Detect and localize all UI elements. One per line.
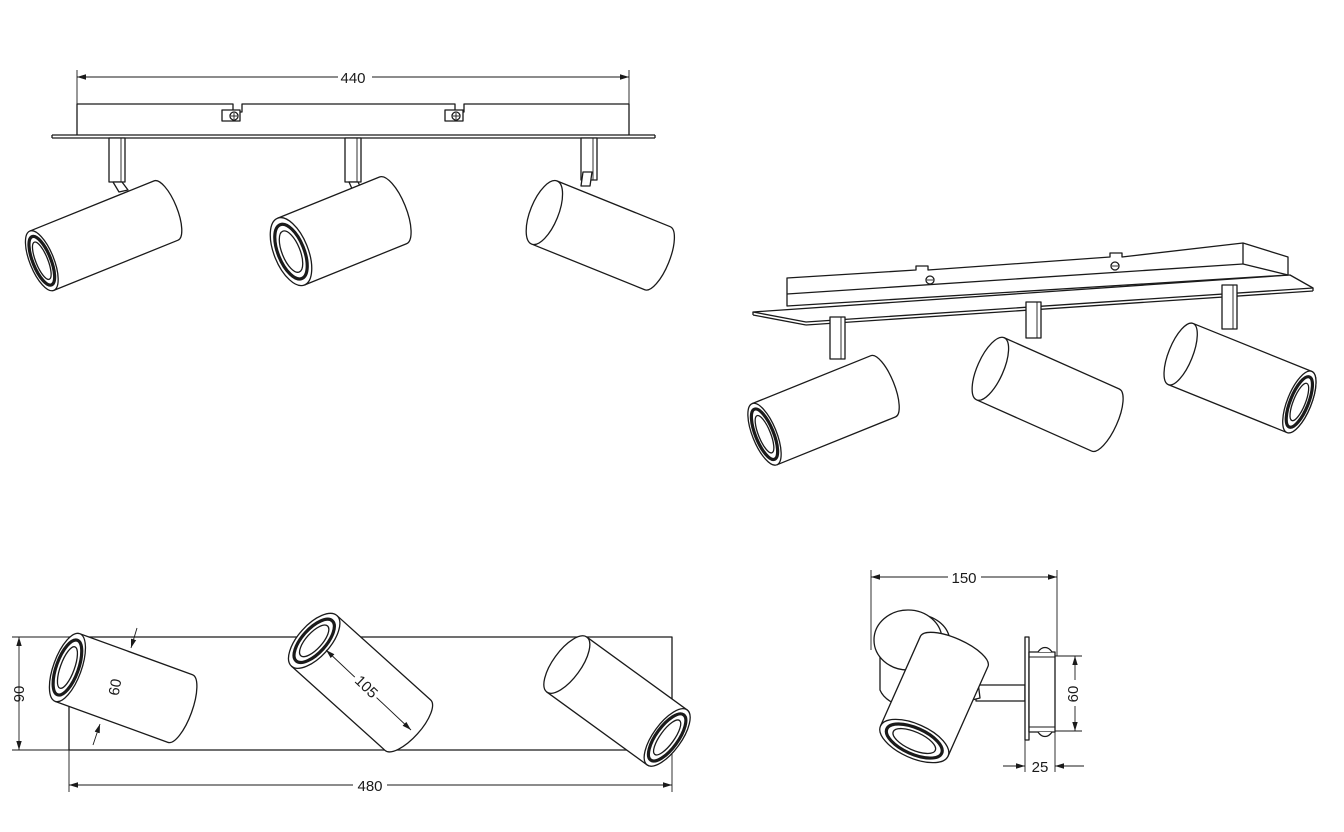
mounting-bar xyxy=(752,242,1314,326)
top-view: 90 480 60 xyxy=(11,612,691,795)
dim-label-25: 25 xyxy=(1032,759,1049,776)
mounting-plate xyxy=(1024,636,1056,741)
spotlight-head xyxy=(525,179,676,291)
perspective-view xyxy=(747,242,1317,466)
mounting-bar xyxy=(51,103,656,139)
spotlight-head xyxy=(879,631,990,764)
spot-stem xyxy=(580,137,598,187)
screw-icon xyxy=(1110,261,1120,271)
spotlight-head xyxy=(543,635,691,767)
dimension-bar-length: 440 xyxy=(76,70,630,104)
dimension-projection: 150 xyxy=(870,570,1058,656)
dim-label-60-plate: 60 xyxy=(1065,686,1082,703)
spot-stem xyxy=(829,316,846,360)
dimension-plate-offset: 25 xyxy=(1003,732,1084,776)
spotlight-head xyxy=(48,632,198,744)
front-view: 440 xyxy=(24,70,676,292)
dim-label-90: 90 xyxy=(11,686,28,703)
spot-stem xyxy=(344,137,363,192)
spot-stem xyxy=(1025,301,1042,339)
spotlight-head xyxy=(747,354,900,466)
dim-label-60: 60 xyxy=(106,678,126,697)
screw-icon xyxy=(221,109,241,122)
dimension-plate-height: 60 xyxy=(1055,655,1082,732)
screw-icon xyxy=(444,109,464,122)
spot-stem xyxy=(108,137,129,193)
dimension-head-diameter: 60 xyxy=(92,627,138,746)
dimension-depth: 90 xyxy=(11,636,69,751)
spotlight-head xyxy=(24,179,183,292)
screw-icon xyxy=(925,275,935,285)
side-view: 150 xyxy=(870,570,1084,776)
dimension-total-length: 480 xyxy=(68,750,673,795)
dim-label-480: 480 xyxy=(357,778,382,795)
spotlight-head xyxy=(1163,322,1317,434)
spotlight-head xyxy=(269,176,412,287)
spot-stem xyxy=(1221,284,1238,330)
dim-label-440: 440 xyxy=(340,70,365,87)
dim-label-150: 150 xyxy=(951,570,976,587)
spotlight-head xyxy=(971,336,1124,453)
